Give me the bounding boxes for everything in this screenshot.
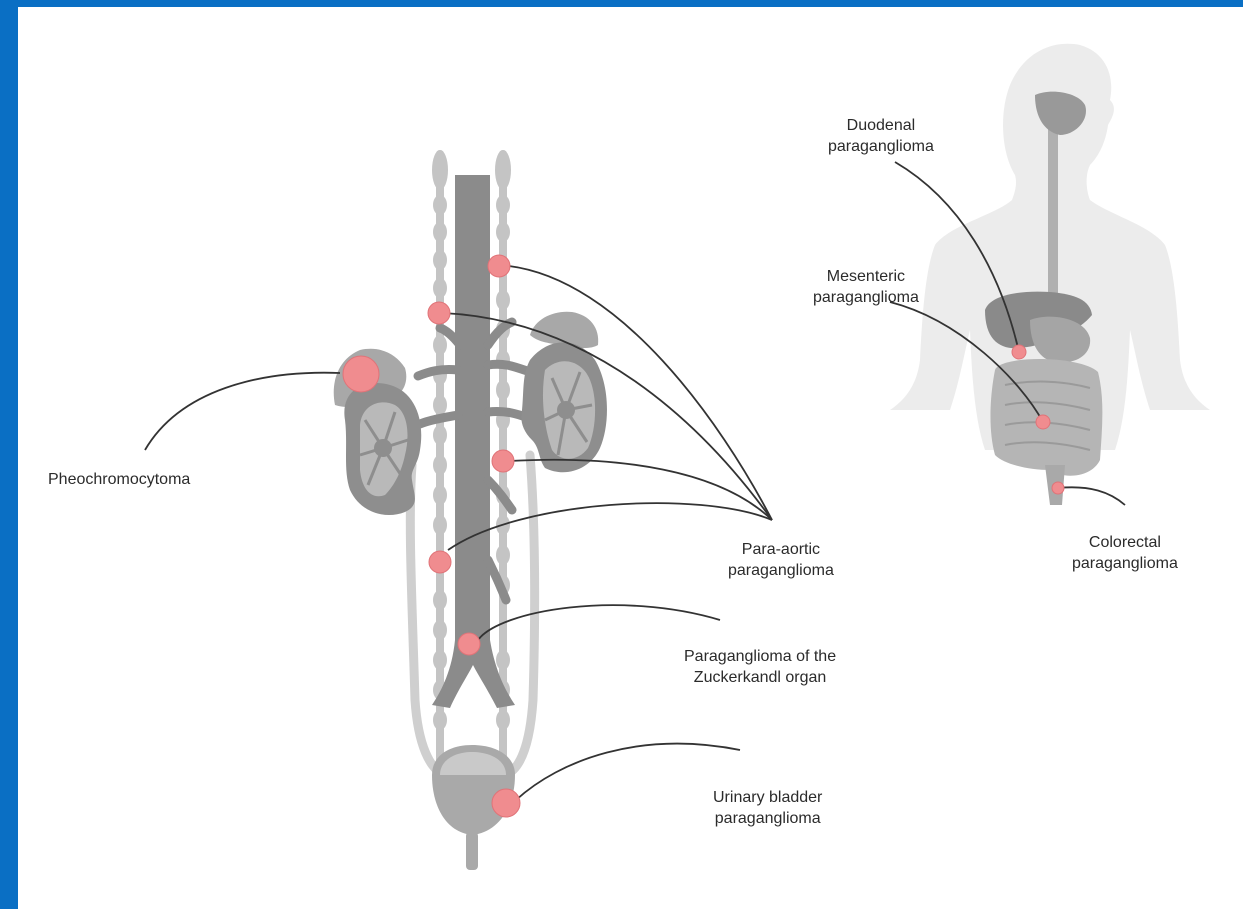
label-duodenal-line2: paraganglioma [828,136,934,157]
label-pheochromocytoma: Pheochromocytoma [48,469,190,490]
label-mesenteric-line2: paraganglioma [813,287,919,308]
label-para-aortic-line2: paraganglioma [728,560,834,581]
tumor-para-aortic-2 [428,302,450,324]
tumor-zuckerkandl [458,633,480,655]
tumor-para-aortic-3 [492,450,514,472]
tumor-para-aortic-4 [429,551,451,573]
label-duodenal-line1: Duodenal [828,115,934,136]
left-kidney [344,383,421,515]
label-colorectal-line2: paraganglioma [1072,553,1178,574]
tumor-duodenal [1012,345,1026,359]
label-para-aortic-line1: Para-aortic [728,539,834,560]
tumor-urinary-bladder [492,789,520,817]
label-zuckerkandl: Paraganglioma of the Zuckerkandl organ [684,646,836,688]
tumor-mesenteric [1036,415,1050,429]
label-mesenteric: Mesenteric paraganglioma [813,266,919,308]
label-pheochromocytoma-text: Pheochromocytoma [48,469,190,490]
label-colorectal-line1: Colorectal [1072,532,1178,553]
right-kidney [521,342,607,472]
label-para-aortic: Para-aortic paraganglioma [728,539,834,581]
tumor-pheochromocytoma [343,356,379,392]
label-colorectal: Colorectal paraganglioma [1072,532,1178,574]
tumor-para-aortic-1 [488,255,510,277]
label-mesenteric-line1: Mesenteric [813,266,919,287]
label-urinary-bladder: Urinary bladder paraganglioma [713,787,822,829]
label-urinary-bladder-line1: Urinary bladder [713,787,822,808]
sympathetic-chain-left [432,150,448,770]
label-zuckerkandl-line1: Paraganglioma of the [684,646,836,667]
human-torso [890,44,1210,505]
label-urinary-bladder-line2: paraganglioma [713,808,822,829]
esophagus [1048,110,1058,300]
tumor-colorectal [1052,482,1064,494]
label-duodenal: Duodenal paraganglioma [828,115,934,157]
label-zuckerkandl-line2: Zuckerkandl organ [684,667,836,688]
